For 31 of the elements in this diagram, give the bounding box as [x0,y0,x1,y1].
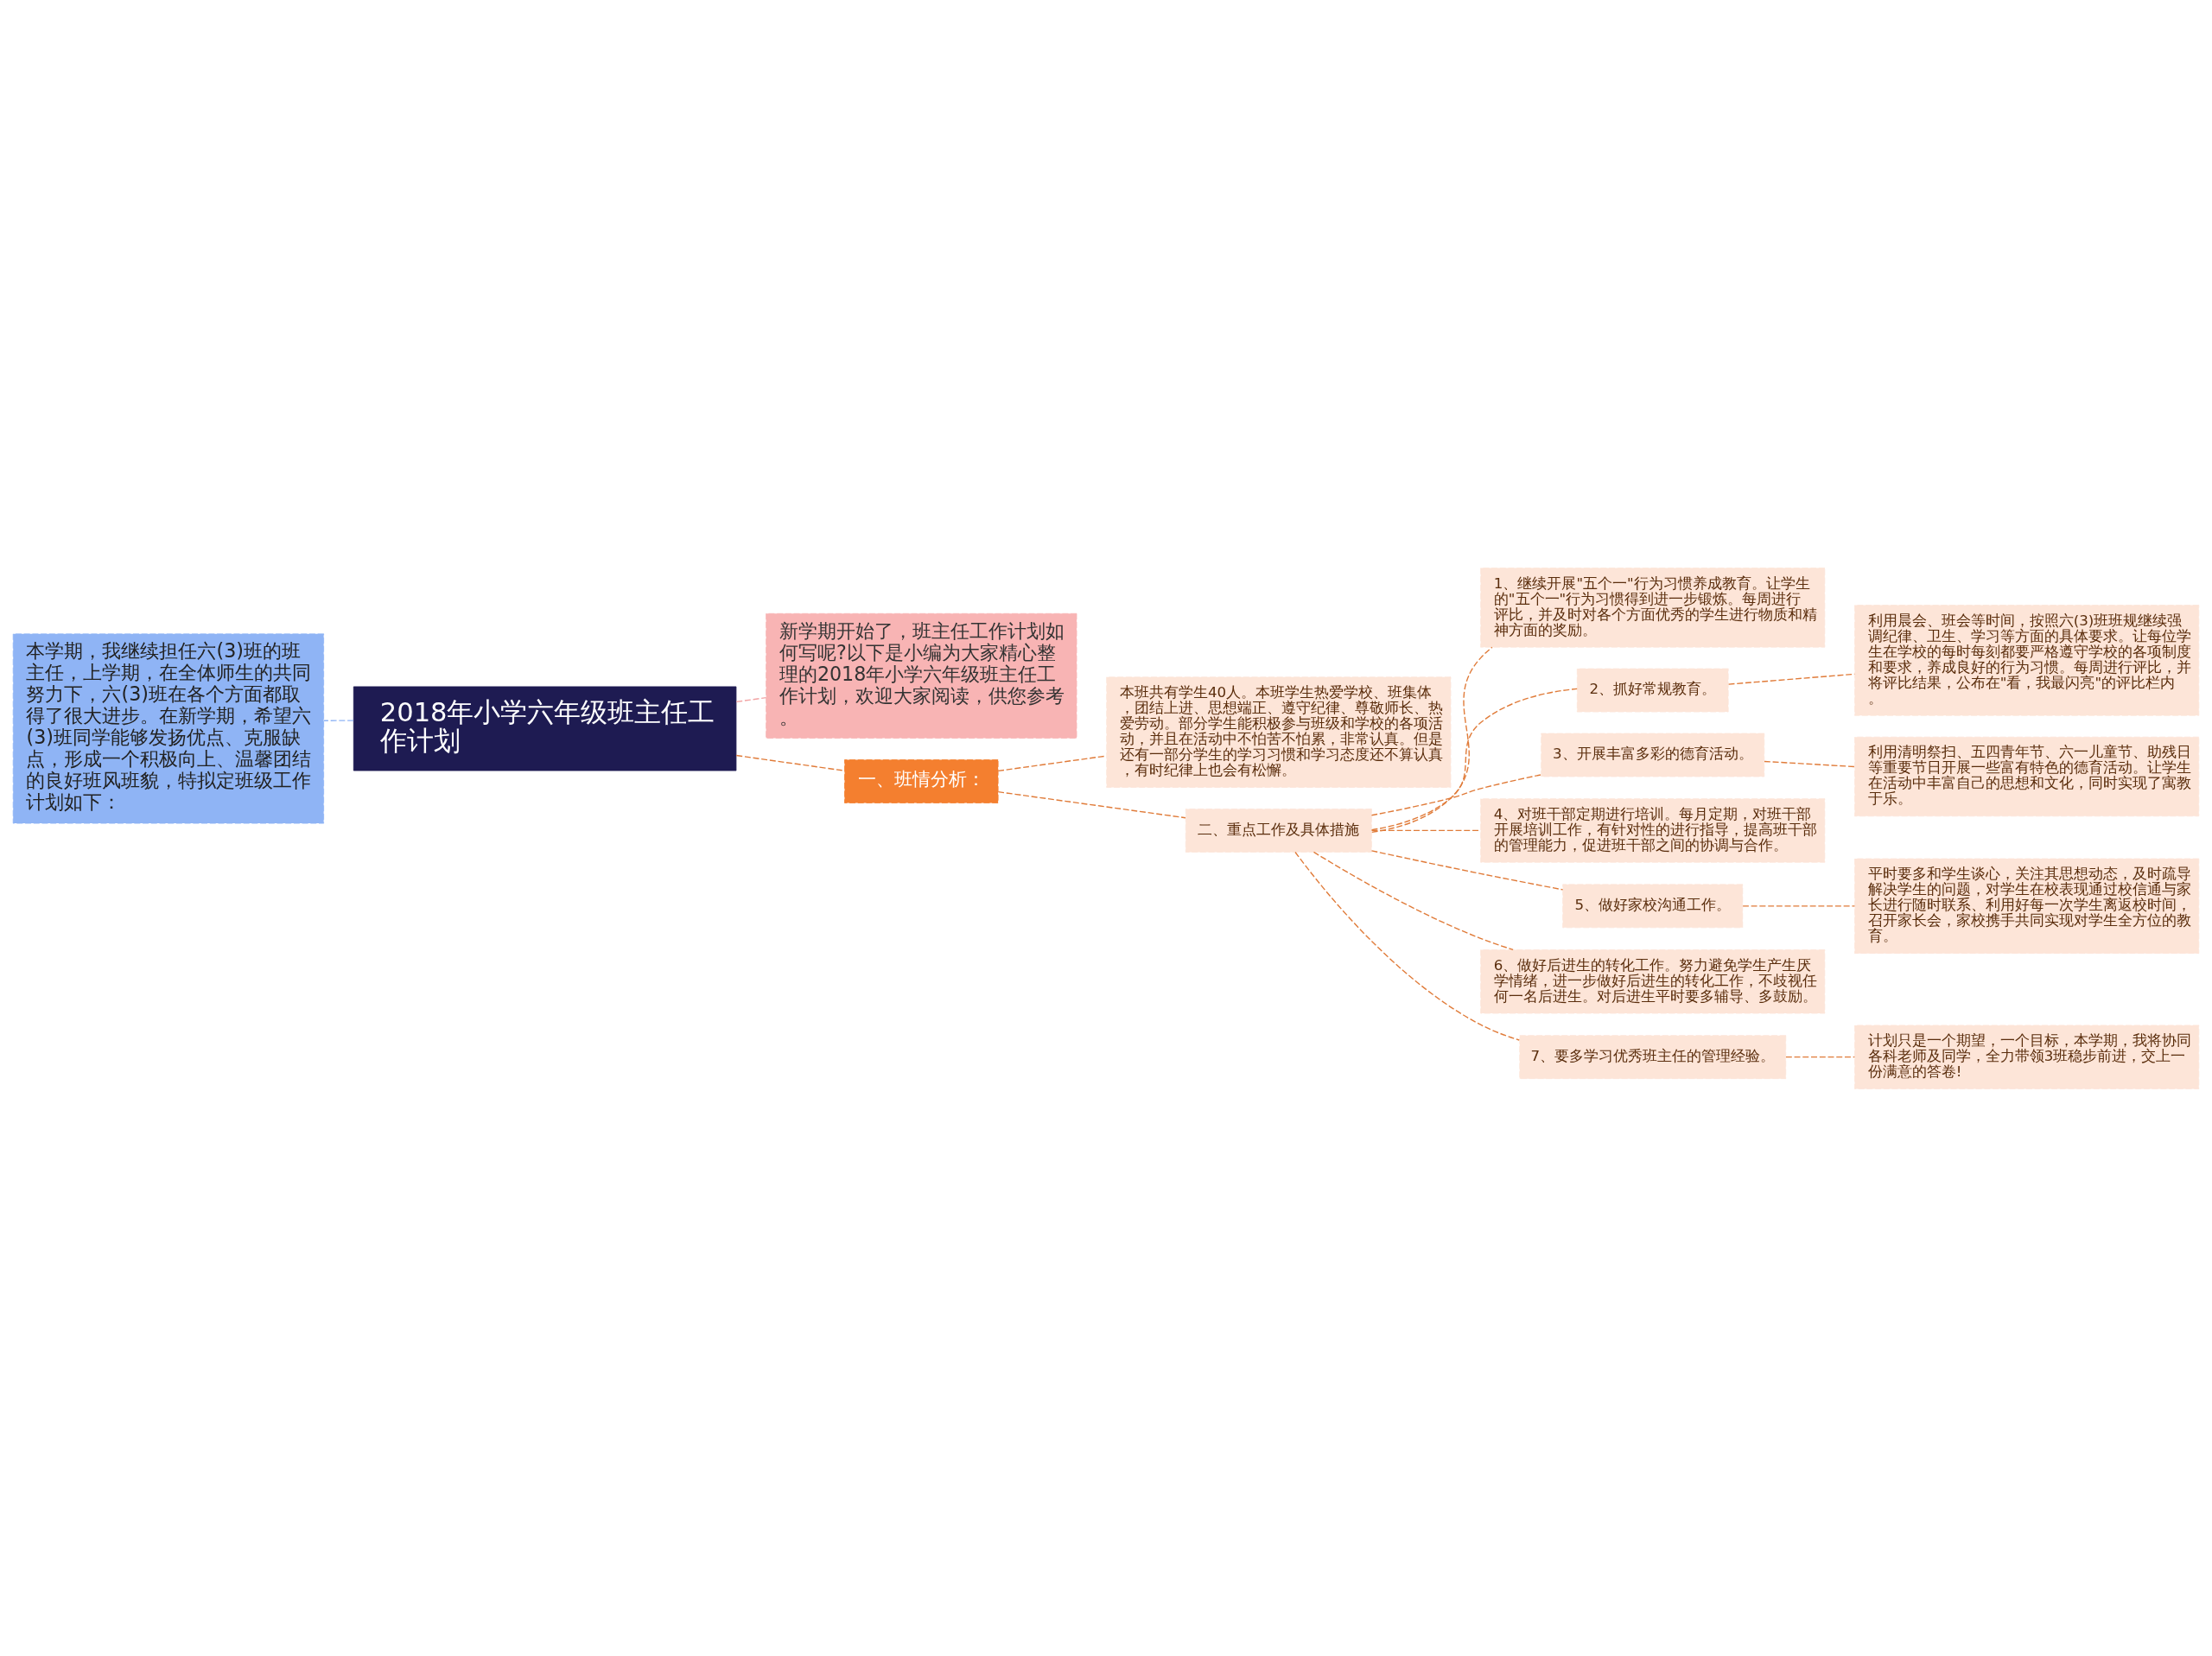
connector [1294,851,1520,1041]
node-box: 平时要多和学生谈心，关注其思想动态，及时疏导解决学生的问题，对学生在校表现通过校信通与家长进行随时联系、利用好每一次学生离返校时间，召开家长会，家校携手共同实现对学生全方位的教育。 [1854,858,2200,954]
connector [1785,1056,1856,1057]
connector [735,754,845,771]
node-box: 利用晨会、班会等时间，按照六(3)班班规继续强调纪律、卫生、学习等方面的具体要求。让每位学生在学校的每时每刻都要严格遵守学校的各项制度和要求，养成良好的行为习惯。每周进行评比，并将评比结果，公布在"看，我最闪亮"的评比栏内。 [1854,604,2200,716]
connector [1371,646,1493,833]
node-box: 本班共有学生40人。本班学生热爱学校、班集体，团结上进、思想端正、遵守纪律、尊敬师长、热爱劳动。部分学生能积极参与班级和学校的各项活动，并且在活动中不怕苦不怕累，非常认真。但是还有一部分学生的学习习惯和学习态度还不算认真，有时纪律上也会有松懈。 [1106,676,1452,788]
node-box: 3、开展丰富多彩的德育活动。 [1541,733,1765,777]
connector [1370,773,1541,815]
node-box: 利用清明祭扫、五四青年节、六一儿童节、助残日等重要节日开展一些富有特色的德育活动。让学生在活动中丰富自己的思想和文化，同时实现了寓教于乐。 [1854,736,2200,816]
connector [1764,760,1856,767]
connector [997,754,1107,771]
node-box: 二、重点工作及具体措施 [1185,808,1372,853]
connector [1370,849,1564,891]
node-box: 4、对班干部定期进行培训。每月定期，对班干部开展培训工作，有针对性的进行指导，提高班干部的管理能力，促进班干部之间的协调与合作。 [1480,797,1826,863]
node-box: 一、班情分析： [844,758,999,803]
node-box: 新学期开始了，班主任工作计划如何写呢?以下是小编为大家精心整理的2018年小学六年级班主任工作计划，欢迎大家阅读，供您参考。 [766,612,1077,739]
node-box: 5、做好家校沟通工作。 [1562,883,1744,928]
connector [1370,688,1578,830]
node-box: 2018年小学六年级班主任工作计划 [353,686,737,771]
node-box: 2、抓好常规教育。 [1576,668,1729,712]
node-box: 6、做好后进生的转化工作。努力避免学生产生厌学情绪，进一步做好后进生的转化工作，不歧视任何一名后进生。对后进生平时要多辅导、多鼓励。 [1480,949,1826,1013]
connector [997,790,1186,818]
connector [735,696,767,702]
connector [1742,904,1856,907]
node-box: 7、要多学习优秀班主任的管理经验。 [1519,1034,1787,1079]
connector [1313,851,1514,950]
node-box: 本学期，我继续担任六(3)班的班主任，上学期，在全体师生的共同努力下，六(3)班在各个方面都取得了很大进步。在新学期，希望六(3)班同学能够发扬优点、克服缺点，形成一个积极向上、温馨团结的良好班风班貌，特拟定班级工作计划如下： [12,632,325,823]
node-box: 1、继续开展"五个一"行为习惯养成教育。让学生的"五个一"行为习惯得到进一步锻炼。每周进行评比，并及时对各个方面优秀的学生进行物质和精神方面的奖励。 [1480,567,1826,648]
node-box: 计划只是一个期望，一个目标，本学期，我将协同各科老师及同学，全力带领3班稳步前进，交上一份满意的答卷! [1854,1025,2200,1089]
connector [323,719,354,721]
